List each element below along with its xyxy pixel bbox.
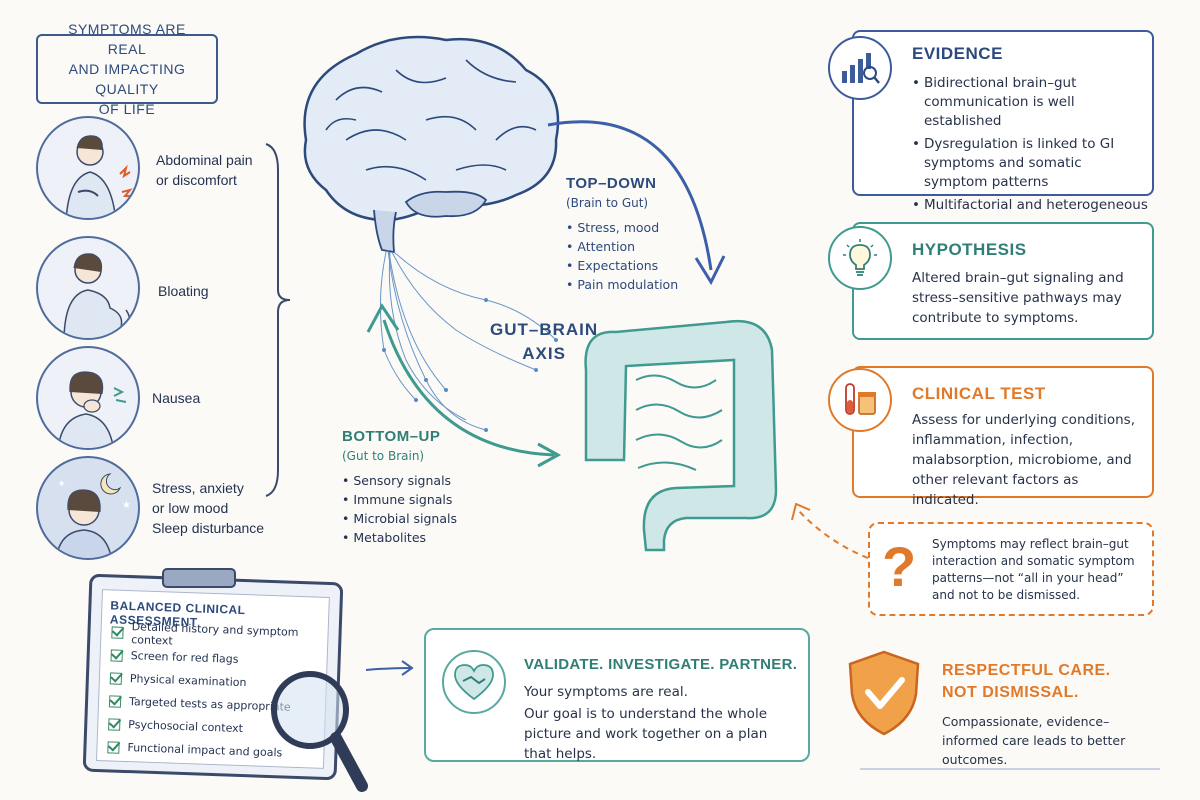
- checkbox-icon: [110, 648, 123, 662]
- list-item: Sensory signals: [342, 471, 457, 490]
- test-tube-icon: [828, 368, 892, 432]
- chart-magnifier-icon: [828, 36, 892, 100]
- note-panel: ? Symptoms may reflect brain–gut interac…: [868, 522, 1154, 616]
- checkbox-icon: [107, 740, 120, 754]
- divider: [860, 768, 1160, 770]
- bottom-up-arrow: [382, 319, 555, 457]
- bottom-up-block: BOTTOM–UP (Gut to Brain) Sensory signals…: [342, 428, 457, 547]
- bottom-up-list: Sensory signals Immune signals Microbial…: [342, 471, 457, 547]
- list-item: Multifactorial and heterogeneous: [912, 196, 1148, 215]
- brain-gut-illustration: [303, 35, 778, 552]
- question-mark-icon: ?: [882, 535, 917, 598]
- assessment-arrow: [365, 660, 414, 676]
- checkbox-icon: [109, 671, 123, 685]
- symptom-label-stress-sleep: Stress, anxiety or low mood Sleep distur…: [152, 480, 265, 536]
- lightbulb-icon: [828, 226, 892, 290]
- evidence-list: Bidirectional brain–gut communication is…: [912, 74, 1148, 219]
- top-down-title: TOP–DOWN: [566, 175, 657, 192]
- svg-text:★: ★: [122, 500, 131, 511]
- clinical-test-text: Assess for underlying conditions, inflam…: [912, 412, 1136, 508]
- clinical-test-panel: CLINICAL TEST Assess for underlying cond…: [852, 366, 1154, 508]
- list-item: Stress, mood: [566, 218, 678, 237]
- respect-title: RESPECTFUL CARE. NOT DISMISSAL.: [942, 662, 1111, 701]
- list-item: Pain modulation: [566, 275, 678, 294]
- checkbox-icon: [108, 694, 122, 708]
- note-arrow: [791, 502, 869, 559]
- list-item: Bidirectional brain–gut communication is…: [912, 74, 1148, 131]
- symptom-label-nausea: Nausea: [152, 390, 201, 406]
- magnifier-icon: [271, 671, 368, 792]
- symptoms-bracket: [265, 143, 291, 497]
- symptom-label-bloating: Bloating: [158, 283, 209, 299]
- clipboard-clip-icon: [162, 568, 236, 588]
- respect-text: Compassionate, evidence–informed care le…: [942, 714, 1126, 767]
- validate-line2: Our goal is to understand the whole pict…: [524, 706, 768, 762]
- hypothesis-panel: HYPOTHESIS Altered brain–gut signaling a…: [852, 222, 1154, 340]
- svg-text:★: ★: [58, 479, 65, 488]
- top-down-arrow: [547, 120, 713, 271]
- list-item: Metabolites: [342, 528, 457, 547]
- checkbox-icon: [108, 717, 121, 731]
- top-down-subtitle: (Brain to Gut): [566, 196, 649, 210]
- stress-sleep-icon: ★ ★: [36, 456, 140, 560]
- intestines-icon: [584, 319, 778, 552]
- list-item: Immune signals: [342, 490, 457, 509]
- list-item: Microbial signals: [342, 509, 457, 528]
- list-item: Expectations: [566, 256, 678, 275]
- validate-title: VALIDATE. INVESTIGATE. PARTNER.: [524, 656, 798, 673]
- validate-panel: VALIDATE. INVESTIGATE. PARTNER. Your sym…: [424, 628, 810, 762]
- bottom-up-subtitle: (Gut to Brain): [342, 449, 425, 463]
- nausea-icon: [36, 346, 140, 450]
- list-item: Attention: [566, 237, 678, 256]
- hypothesis-title: HYPOTHESIS: [912, 240, 1027, 259]
- top-down-block: TOP–DOWN (Brain to Gut) Stress, mood Att…: [566, 175, 678, 294]
- note-text: Symptoms may reflect brain–gut interacti…: [932, 537, 1135, 602]
- heart-handshake-icon: [442, 650, 506, 714]
- clinical-test-title: CLINICAL TEST: [912, 384, 1046, 403]
- bloating-icon: [36, 236, 140, 340]
- validate-line1: Your symptoms are real.: [524, 684, 688, 700]
- symptom-label-abdominal-pain: Abdominal pain or discomfort: [156, 152, 253, 188]
- bottom-up-title: BOTTOM–UP: [342, 428, 441, 445]
- checkbox-icon: [111, 625, 124, 639]
- brain-icon: [303, 35, 560, 254]
- evidence-panel: EVIDENCE Bidirectional brain–gut communi…: [852, 30, 1154, 215]
- list-item: Dysregulation is linked to GI symptoms a…: [912, 135, 1148, 192]
- shield-check-icon: [848, 650, 920, 736]
- hypothesis-text: Altered brain–gut signaling and stress–s…: [912, 270, 1124, 326]
- axis-title: GUT–BRAIN AXIS: [490, 320, 599, 363]
- symptoms-title: SYMPTOMS ARE REAL AND IMPACTING QUALITY …: [36, 21, 218, 117]
- evidence-title: EVIDENCE: [912, 44, 1003, 63]
- abdominal-pain-icon: [36, 116, 140, 220]
- top-down-list: Stress, mood Attention Expectations Pain…: [566, 218, 678, 294]
